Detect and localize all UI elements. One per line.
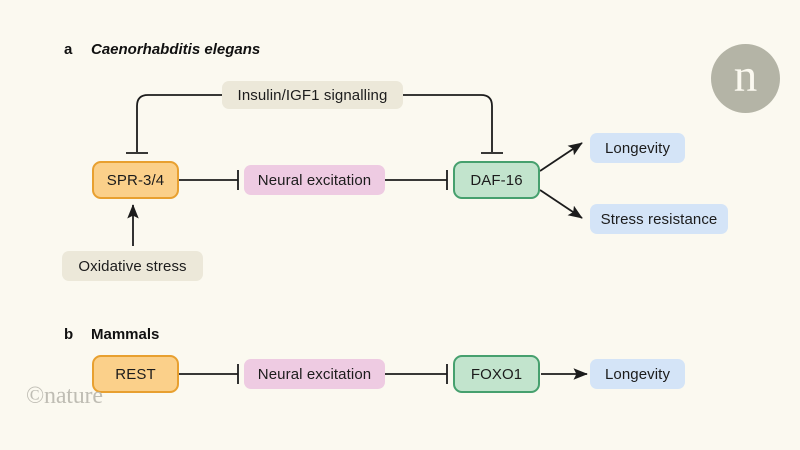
panel-a-label: a: [64, 41, 73, 58]
edge-daf16-activates-longevity: [539, 142, 583, 172]
panel-a-title: Caenorhabditis elegans: [91, 41, 261, 58]
node-foxo1[interactable]: FOXO1: [453, 355, 540, 393]
edge-rest-inhibits-neural-excitation: [179, 364, 239, 384]
node-neural-excitation-a[interactable]: Neural excitation: [244, 165, 385, 195]
edge-insulin-inhibits-spr34: [126, 94, 222, 154]
node-stress-resistance[interactable]: Stress resistance: [590, 204, 728, 234]
edge-neural-excitation-inhibits-daf16: [385, 170, 448, 190]
nature-logo-letter: n: [733, 50, 758, 102]
edge-spr34-inhibits-neural-excitation: [179, 170, 239, 190]
node-longevity-a[interactable]: Longevity: [590, 133, 685, 163]
node-longevity-b[interactable]: Longevity: [590, 359, 685, 389]
node-spr-3-4[interactable]: SPR-3/4: [92, 161, 179, 199]
nature-watermark: ©nature: [26, 383, 103, 409]
panel-b-title: Mammals: [91, 326, 160, 343]
node-oxidative-stress[interactable]: Oxidative stress: [62, 251, 203, 281]
node-neural-excitation-b[interactable]: Neural excitation: [244, 359, 385, 389]
edge-neural-excitation-inhibits-foxo1: [385, 364, 448, 384]
node-daf-16[interactable]: DAF-16: [453, 161, 540, 199]
panel-b-label: b: [64, 326, 74, 343]
edge-insulin-inhibits-daf16: [403, 94, 503, 154]
edge-daf16-activates-stress-resistance: [539, 189, 583, 219]
nature-logo-icon: n: [711, 44, 780, 113]
node-rest[interactable]: REST: [92, 355, 179, 393]
node-insulin-igf1-signalling[interactable]: Insulin/IGF1 signalling: [222, 81, 403, 109]
